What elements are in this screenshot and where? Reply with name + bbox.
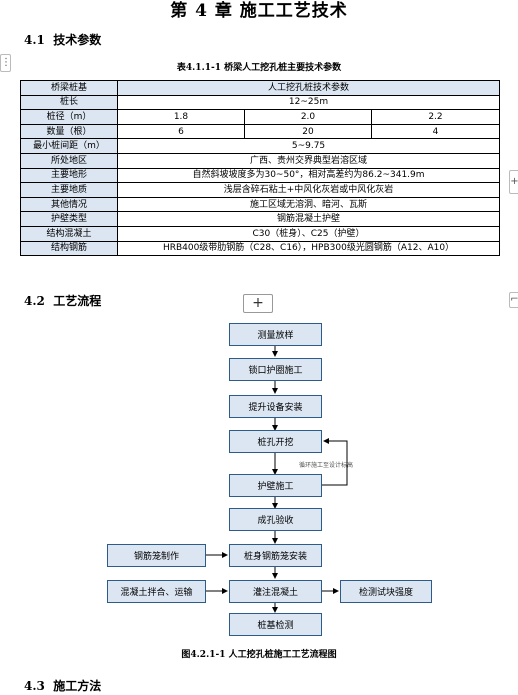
- flow-step-acceptance: 成孔验收: [229, 508, 322, 531]
- flow-side-test-block: 检测试块强度: [340, 580, 432, 603]
- table-caption: 表4.1.1-1 桥梁人工挖孔桩主要技术参数: [176, 63, 342, 73]
- chapter-title: 第 4 章 施工工艺技术: [170, 1, 348, 21]
- flow-step-wall: 护壁施工: [229, 474, 322, 497]
- corner-bracket-icon[interactable]: ⌐: [509, 292, 518, 308]
- section-heading-4-3: 4.3 施工方法: [24, 679, 102, 693]
- table-row: 桩径（m） 1.8 2.0 2.2: [20, 109, 500, 125]
- flow-side-concrete-mix: 混凝土拌合、运输: [107, 580, 206, 603]
- table-header-label: 桥梁桩基: [20, 80, 118, 96]
- flow-step-collar: 锁口护圈施工: [229, 358, 322, 381]
- drag-handle-icon[interactable]: ⋮: [0, 54, 11, 72]
- section-heading-4-2: 4.2 工艺流程: [24, 294, 102, 308]
- add-content-button[interactable]: +: [243, 294, 273, 313]
- section-heading-4-1: 4.1 技术参数: [24, 33, 102, 47]
- flow-step-excavation: 桩孔开挖: [229, 430, 322, 453]
- flow-step-test: 桩基检测: [229, 613, 322, 636]
- flow-step-survey: 测量放样: [229, 323, 322, 346]
- table-row: 结构混凝土 C30（桩身）、C25（护壁）: [20, 225, 500, 242]
- table-row: 结构钢筋 HRB400级带肋钢筋（C28、C16），HPB300级光圆钢筋（A1…: [20, 240, 500, 257]
- tech-params-table: 桥梁桩基 人工挖孔桩技术参数 桩长 12~25m 桩径（m） 1.8 2.0 2…: [20, 80, 500, 257]
- figure-caption: 图4.2.1-1 人工挖孔桩施工工艺流程图: [181, 650, 337, 660]
- flow-side-rebar-cage: 钢筋笼制作: [107, 544, 206, 567]
- table-row: 主要地形 自然斜坡坡度多为30~50°，相对高差约为86.2~341.9m: [20, 167, 500, 184]
- add-block-icon[interactable]: +: [509, 170, 518, 194]
- table-row: 数量（根） 6 20 4: [20, 123, 500, 140]
- flow-step-cage-install: 桩身钢筋笼安装: [229, 544, 322, 567]
- flow-step-pour: 灌注混凝土: [229, 580, 322, 603]
- flow-step-lifting: 提升设备安装: [229, 395, 322, 418]
- loop-note: 循环施工至设计标高: [299, 462, 354, 469]
